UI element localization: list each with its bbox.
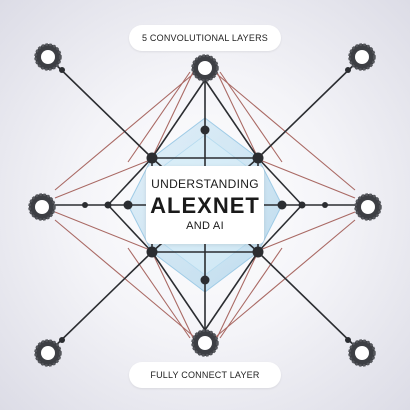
dot-junction-icon	[59, 67, 65, 73]
dot-junction-icon	[252, 246, 264, 258]
dot-junction-icon	[345, 337, 351, 343]
gear-ring-node-icon	[191, 54, 219, 82]
dot-junction-icon	[200, 125, 210, 135]
bottom-layer-label: FULLY CONNECT LAYER	[129, 362, 281, 388]
dot-junction-icon	[59, 337, 65, 343]
title-card: UNDERSTANDING ALEXNET AND AI	[146, 166, 264, 244]
gear-ring-node-icon	[28, 193, 56, 221]
dot-junction-icon	[322, 202, 328, 208]
gear-ring-node-icon	[34, 339, 62, 367]
junction-dots	[59, 67, 351, 343]
title-line-3: AND AI	[186, 219, 224, 232]
gear-ring-node-icon	[354, 193, 382, 221]
gear-ring-node-icon	[348, 339, 376, 367]
dot-junction-icon	[123, 200, 133, 210]
dot-junction-icon	[252, 152, 264, 164]
gear-ring-node-icon	[191, 329, 219, 357]
dot-junction-icon	[277, 200, 287, 210]
top-layer-label: 5 CONVOLUTIONAL LAYERS	[129, 25, 281, 51]
gear-ring-node-icon	[34, 43, 62, 71]
dot-junction-icon	[82, 202, 88, 208]
dot-junction-icon	[104, 201, 112, 209]
title-main: ALEXNET	[150, 192, 260, 218]
dot-junction-icon	[200, 275, 210, 285]
title-line-1: UNDERSTANDING	[151, 176, 259, 191]
dot-junction-icon	[345, 67, 351, 73]
dot-junction-icon	[146, 152, 158, 164]
outer-nodes	[28, 43, 382, 367]
dot-junction-icon	[298, 201, 306, 209]
dot-junction-icon	[146, 246, 158, 258]
gear-ring-node-icon	[348, 43, 376, 71]
